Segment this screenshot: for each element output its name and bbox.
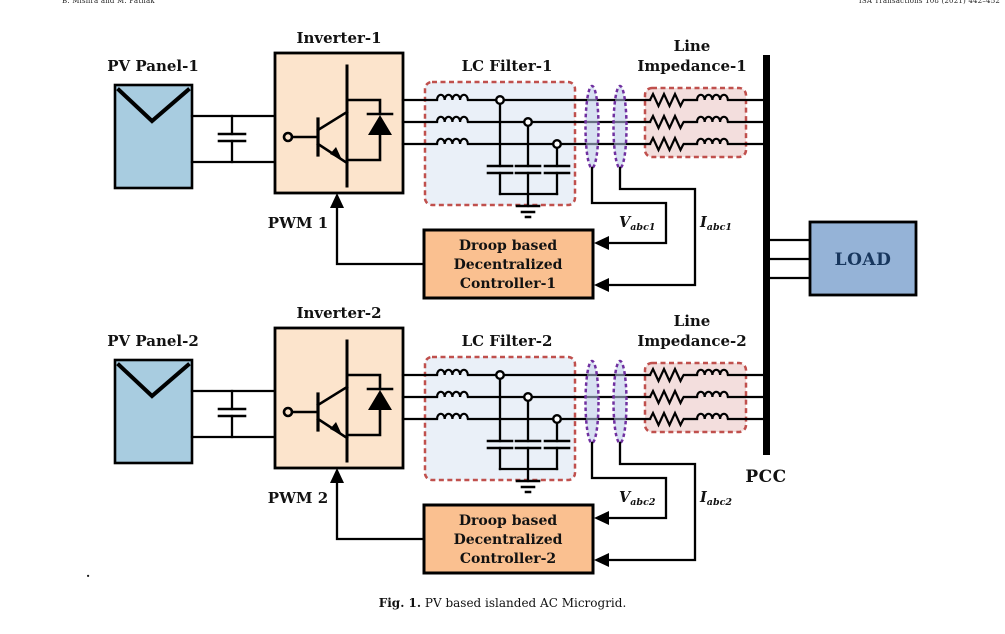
capacitor-icon — [514, 439, 542, 450]
inverter-label: Inverter-1 — [296, 29, 381, 47]
controller-label-line2: Decentralized — [454, 257, 563, 273]
dc-capacitor-icon — [217, 407, 247, 418]
pwm-label: PWM 1 — [268, 214, 328, 232]
load-connection-lines — [768, 238, 812, 280]
voltage-measurement-label: Vabc1 — [619, 214, 655, 233]
dg-unit-1: Droop based Decentralized Controller-1 P… — [107, 29, 768, 300]
tap-node — [495, 369, 506, 380]
line-impedance-label-line1: Line — [674, 37, 711, 55]
tap-node — [495, 94, 506, 105]
load-label: LOAD — [835, 250, 892, 270]
arrowhead-icon — [594, 553, 609, 567]
line-impedance-label-line2: Impedance-2 — [637, 332, 746, 350]
pv-panel-label: PV Panel-1 — [107, 57, 199, 75]
controller-label-line2: Decentralized — [454, 532, 563, 548]
pv-chevron-icon — [116, 87, 191, 124]
controller-label-line1: Droop based — [459, 513, 558, 529]
line-impedance-label-line2: Impedance-1 — [637, 57, 746, 75]
lc-filter-label: LC Filter-2 — [462, 332, 553, 350]
tap-node — [523, 391, 534, 402]
voltage-measurement-label: Vabc2 — [619, 489, 656, 508]
pwm-line — [330, 468, 426, 541]
voltage-sensor-icon — [584, 84, 600, 170]
tap-node — [552, 138, 563, 149]
arrowhead-icon — [594, 278, 609, 292]
capacitor-icon — [514, 164, 542, 175]
filter-capacitors — [486, 94, 571, 219]
ground-icon — [515, 204, 541, 219]
page-header-journal: ISA Transactions 108 (2021) 442–452 — [858, 0, 1000, 5]
arrowhead-icon — [594, 236, 609, 250]
current-measurement-label: Iabc2 — [699, 489, 732, 508]
dc-link-wires — [190, 114, 277, 164]
igbt-icon — [282, 339, 349, 463]
capacitor-icon — [486, 164, 514, 175]
igbt-icon — [282, 64, 349, 188]
pv-panel-icon — [113, 83, 194, 190]
pv-panel-icon — [113, 358, 194, 465]
lc-filter-label: LC Filter-1 — [462, 57, 553, 75]
line-impedance-label-line1: Line — [674, 312, 711, 330]
dg-unit-2: Droop based Decentralized Controller-2 P… — [107, 304, 768, 575]
arrowhead-icon — [594, 511, 609, 525]
tap-node — [523, 116, 534, 127]
arrowhead-icon — [330, 468, 344, 483]
ground-icon — [515, 479, 541, 494]
pwm-line — [330, 193, 426, 266]
figure-caption-text: PV based islanded AC Microgrid. — [424, 596, 627, 610]
inverter-label: Inverter-2 — [296, 304, 381, 322]
load-box — [808, 220, 918, 297]
pv-panel-label: PV Panel-2 — [107, 332, 199, 350]
measurement-lines — [590, 441, 697, 567]
controller-label-line3: Controller-2 — [460, 551, 556, 567]
arrowhead-icon — [330, 193, 344, 208]
measurement-lines — [590, 166, 697, 292]
stray-period-mark: . — [86, 566, 91, 580]
controller-box — [422, 228, 595, 300]
capacitor-icon — [543, 439, 571, 450]
pv-chevron-icon — [116, 362, 191, 399]
filter-capacitors — [486, 369, 571, 494]
pcc-label: PCC — [745, 467, 786, 487]
diode-icon — [345, 98, 394, 162]
pwm-label: PWM 2 — [268, 489, 328, 507]
controller-box — [422, 503, 595, 575]
capacitor-icon — [543, 164, 571, 175]
page-header-authors: B. Mishra and M. Pathak — [62, 0, 155, 5]
voltage-sensor-icon — [584, 359, 600, 445]
diode-icon — [345, 373, 394, 437]
figure-caption: Fig. 1. PV based islanded AC Microgrid. — [0, 596, 1005, 610]
figure-caption-number: Fig. 1. — [378, 596, 422, 610]
current-sensor-icon — [612, 84, 628, 170]
controller-label-line3: Controller-1 — [460, 276, 556, 292]
tap-node — [552, 413, 563, 424]
controller-label-line1: Droop based — [459, 238, 558, 254]
capacitor-icon — [486, 439, 514, 450]
dc-capacitor-icon — [217, 132, 247, 143]
current-measurement-label: Iabc1 — [699, 214, 732, 233]
current-sensor-icon — [612, 359, 628, 445]
dc-link-wires — [190, 389, 277, 439]
